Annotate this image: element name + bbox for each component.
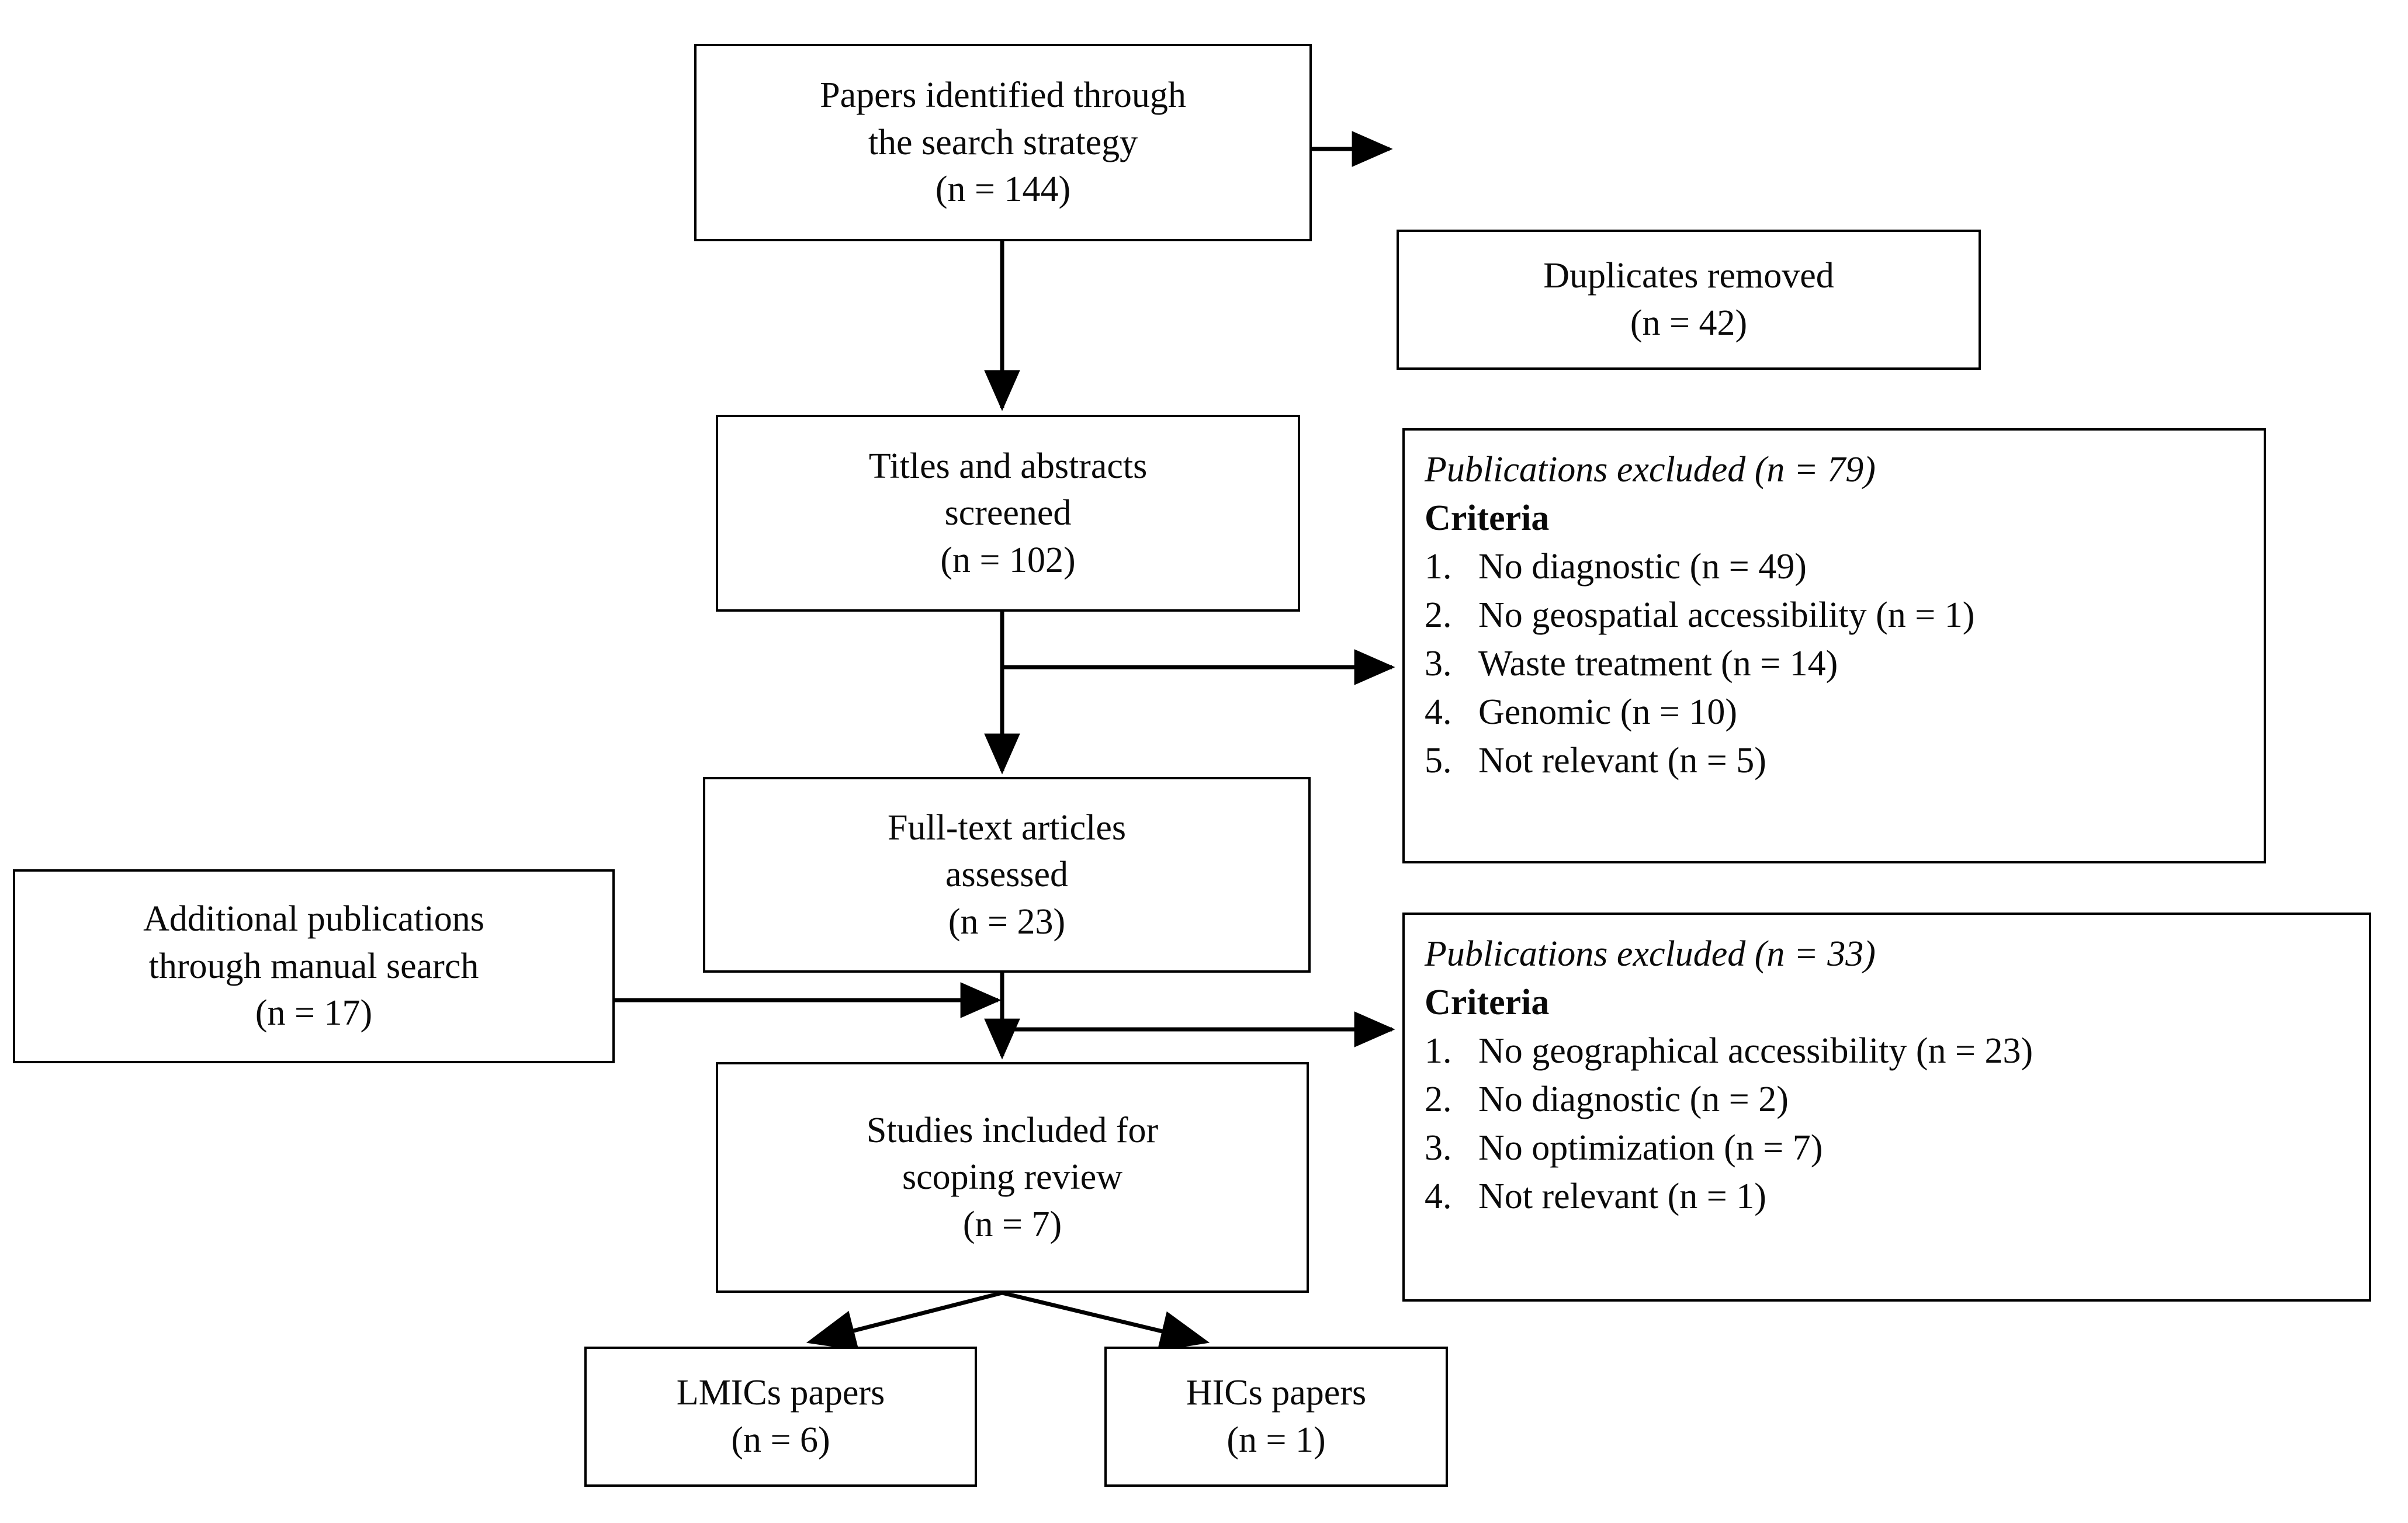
node-line: Additional publications [143, 899, 484, 939]
criteria-text: Not relevant (n = 1) [1478, 1177, 1766, 1217]
criteria-text: No diagnostic (n = 2) [1478, 1080, 1789, 1120]
criteria-item: 3. No optimization (n = 7) [1425, 1124, 2033, 1172]
criteria-text: No diagnostic (n = 49) [1478, 547, 1807, 587]
criteria-number: 2. [1425, 595, 1452, 636]
node-hics-papers: HICs papers (n = 1) [1104, 1347, 1448, 1487]
criteria-number: 4. [1425, 692, 1452, 733]
criteria-number: 3. [1425, 1128, 1452, 1168]
criteria-number: 2. [1425, 1080, 1452, 1120]
node-line: (n = 1) [1226, 1420, 1326, 1460]
node-fulltext-assessed: Full-text articles assessed (n = 23) [703, 777, 1311, 973]
node-line: screened [944, 493, 1072, 533]
node-line: (n = 17) [255, 993, 373, 1033]
node-line: scoping review [902, 1157, 1123, 1198]
node-line: Duplicates removed [1543, 256, 1834, 296]
criteria-item: 1. No geographical accessibility (n = 23… [1425, 1027, 2033, 1076]
node-studies-included: Studies included for scoping review (n =… [716, 1062, 1309, 1293]
node-line: Full-text articles [887, 807, 1127, 848]
excluded-screening-list: 1. No diagnostic (n = 49) 2. No geospati… [1425, 543, 1974, 785]
excluded-eligibility-heading: Publications excluded (n = 33) [1425, 934, 1876, 974]
excluded-eligibility-subheading: Criteria [1425, 983, 1550, 1023]
criteria-number: 1. [1425, 547, 1452, 587]
node-line: Studies included for [866, 1110, 1159, 1150]
node-duplicates-removed: Duplicates removed (n = 42) [1397, 230, 1981, 370]
criteria-item: 3. Waste treatment (n = 14) [1425, 640, 1974, 688]
node-line: HICs papers [1186, 1373, 1367, 1413]
node-line: (n = 6) [731, 1420, 830, 1460]
criteria-text: No geospatial accessibility (n = 1) [1478, 595, 1975, 636]
criteria-text: No geographical accessibility (n = 23) [1478, 1031, 2033, 1071]
node-line: (n = 23) [948, 901, 1066, 942]
node-additional-manual-search: Additional publications through manual s… [13, 869, 615, 1063]
node-line: through manual search [148, 946, 479, 986]
node-line: (n = 102) [940, 540, 1076, 580]
criteria-item: 1. No diagnostic (n = 49) [1425, 543, 1974, 591]
criteria-item: 4. Genomic (n = 10) [1425, 688, 1974, 737]
node-line: LMICs papers [676, 1373, 885, 1413]
node-excluded-screening: Publications excluded (n = 79) Criteria … [1402, 428, 2266, 863]
criteria-text: Genomic (n = 10) [1478, 692, 1738, 733]
criteria-number: 4. [1425, 1177, 1452, 1217]
node-papers-identified: Papers identified through the search str… [694, 44, 1312, 241]
node-lmics-papers: LMICs papers (n = 6) [584, 1347, 977, 1487]
excluded-screening-heading: Publications excluded (n = 79) [1425, 450, 1876, 490]
criteria-text: Waste treatment (n = 14) [1478, 644, 1838, 684]
arrow-included-to-lmics [806, 1290, 1003, 1351]
criteria-text: No optimization (n = 7) [1478, 1128, 1823, 1168]
criteria-text: Not relevant (n = 5) [1478, 741, 1766, 781]
criteria-number: 1. [1425, 1031, 1452, 1071]
node-line: Titles and abstracts [868, 446, 1148, 486]
node-line: (n = 42) [1630, 303, 1748, 343]
criteria-item: 2. No geospatial accessibility (n = 1) [1425, 591, 1974, 640]
criteria-item: 4. Not relevant (n = 1) [1425, 1172, 2033, 1221]
node-line: (n = 7) [962, 1204, 1062, 1244]
excluded-eligibility-list: 1. No geographical accessibility (n = 23… [1425, 1027, 2033, 1221]
node-line: assessed [945, 855, 1069, 895]
arrow-included-to-hics [1002, 1290, 1210, 1351]
criteria-item: 5. Not relevant (n = 5) [1425, 737, 1974, 785]
node-titles-abstracts-screened: Titles and abstracts screened (n = 102) [716, 415, 1300, 612]
criteria-item: 2. No diagnostic (n = 2) [1425, 1076, 2033, 1124]
node-line: Papers identified through [820, 75, 1186, 116]
criteria-number: 3. [1425, 644, 1452, 684]
node-excluded-eligibility: Publications excluded (n = 33) Criteria … [1402, 913, 2371, 1302]
criteria-number: 5. [1425, 741, 1452, 781]
node-line: the search strategy [868, 122, 1138, 162]
node-line: (n = 144) [935, 169, 1071, 210]
excluded-screening-subheading: Criteria [1425, 498, 1550, 539]
